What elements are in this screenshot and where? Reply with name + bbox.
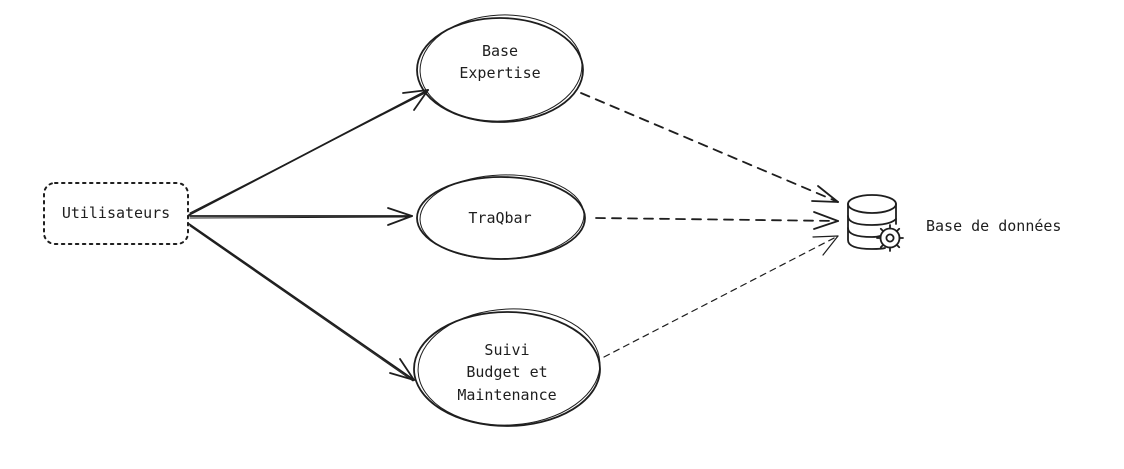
ellipse-suivi[interactable] [413, 304, 603, 429]
ellipse-traqbar[interactable] [416, 172, 586, 262]
ellipse-base-expertise[interactable] [416, 11, 585, 125]
use-case-suivi-line2: Budget et [466, 363, 548, 381]
use-case-suivi-line3: Maintenance [457, 386, 557, 404]
arrow-actor-to-suivi [188, 223, 415, 382]
dashed-arrow-traqbar-to-database [595, 211, 839, 230]
use-case-suivi-line1: Suivi [484, 341, 530, 359]
use-case-base-expertise-line1: Base [481, 42, 519, 60]
use-case-traqbar-label: TraQbar [468, 209, 532, 227]
database-label: Base de données [926, 217, 1062, 235]
actor-label: Utilisateurs [61, 204, 171, 222]
arrow-actor-to-traqbar [189, 207, 413, 226]
arrow-actor-to-base-expertise [188, 89, 429, 216]
database-gear-icon [847, 194, 904, 252]
use-case-base-expertise-line2: Expertise [459, 64, 541, 82]
dashed-arrow-suivi-to-database [603, 235, 839, 358]
dashed-arrow-base-expertise-to-database [580, 92, 839, 203]
